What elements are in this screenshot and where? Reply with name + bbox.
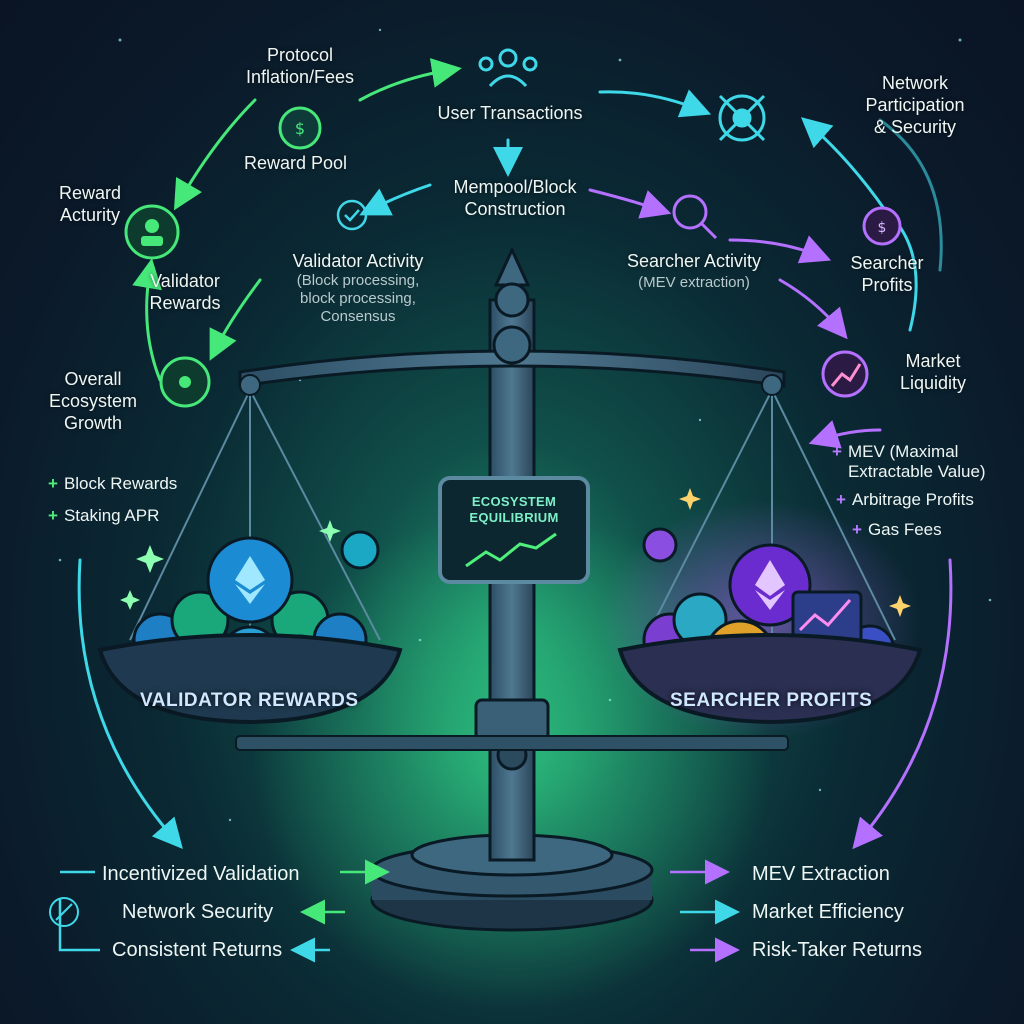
arrow-right-down xyxy=(852,558,953,850)
bottom-right-item: MEV Extraction xyxy=(752,863,890,885)
right-hook xyxy=(761,374,783,396)
svg-text:$: $ xyxy=(295,119,305,138)
arrow-liquidity-to-mev xyxy=(808,420,882,449)
searcher-pan xyxy=(617,633,923,725)
left-hook xyxy=(239,374,261,396)
finial-base xyxy=(494,282,530,318)
users-icon xyxy=(478,48,538,88)
searcher-activity-label: Searcher Activity xyxy=(626,251,762,271)
arrow-mempool-to-validator xyxy=(359,183,432,216)
pillar-collar xyxy=(474,698,550,742)
validator-check-icon xyxy=(336,199,368,231)
scale-beam xyxy=(238,349,786,388)
validator-activity-label: Validator Activity xyxy=(292,251,424,271)
reward-pool-label: Reward Pool xyxy=(244,153,348,173)
bottom-arrows xyxy=(58,859,740,963)
arrow-left-down xyxy=(77,558,183,850)
validator-pan xyxy=(97,633,403,725)
protocol-fees-label: Protocol Inflation/Fees xyxy=(245,45,355,87)
beam-pivot xyxy=(492,325,532,365)
bottom-left-item: Consistent Returns xyxy=(112,939,283,961)
arrow-mempool-to-searcher xyxy=(588,188,672,219)
reward-person-icon xyxy=(124,204,180,260)
searcher-bag-icon: $ xyxy=(862,206,902,246)
user-transactions-label: User Transactions xyxy=(437,103,583,123)
searcher-pan-label: SEARCHER PROFITS xyxy=(670,690,873,711)
arrow-to-searcher-profits xyxy=(728,235,832,264)
staking-apr-text: Staking APR xyxy=(63,506,160,525)
arrow-protocol-to-users xyxy=(358,58,462,102)
gas-fees-text: Gas Fees xyxy=(867,520,942,539)
arrow-validator-to-growth-node xyxy=(209,278,262,361)
equilibrium-sign xyxy=(438,476,590,584)
sparkles-right xyxy=(679,488,911,617)
sparkles xyxy=(120,520,341,610)
arrow-users-to-network xyxy=(598,89,712,118)
arrow-growth-to-rewards xyxy=(132,258,162,382)
money-bag-icon: $ xyxy=(278,106,322,150)
lower-arm xyxy=(235,735,789,751)
bottom-left-item: Network Security xyxy=(122,901,274,923)
bottom-right-item: Market Efficiency xyxy=(752,901,904,923)
validator-rewards-node-label: Validator Rewards xyxy=(149,271,221,313)
market-liquidity-label: Market Liquidity xyxy=(899,351,967,393)
right-bullet: +MEV (Maximal Extractable Value) xyxy=(832,442,986,481)
mev-text: MEV (Maximal Extractable Value) xyxy=(847,442,986,481)
network-participation-label: Network Participation & Security xyxy=(865,73,965,137)
right-bullet: +Arbitrage Profits xyxy=(836,490,974,509)
growth-node-icon xyxy=(159,356,211,408)
bottom-left-item: Incentivized Validation xyxy=(102,863,300,885)
network-node-icon xyxy=(718,94,766,142)
svg-text:$: $ xyxy=(878,220,887,236)
arbitrage-text: Arbitrage Profits xyxy=(851,490,974,509)
right-bullet: +Gas Fees xyxy=(852,520,942,539)
liquidity-chart-icon xyxy=(821,350,869,398)
mempool-label: Mempool/Block Construction xyxy=(453,177,577,219)
arrow-to-liquidity xyxy=(778,278,848,340)
scale-finial xyxy=(493,246,531,287)
reward-activity-label: Reward Acturity xyxy=(58,183,122,225)
arrow-outer-right xyxy=(878,118,943,272)
left-bullet: +Staking APR xyxy=(48,506,160,525)
security-icon xyxy=(49,897,79,927)
equilibrium-trend-line xyxy=(465,532,557,568)
validator-activity-sub: (Block processing, block processing, Con… xyxy=(296,272,420,325)
bottom-right-item: Risk-Taker Returns xyxy=(752,939,923,961)
equilibrium-sign-text: ECOSYSTEM EQUILIBRIUM xyxy=(469,494,559,525)
ecosystem-growth-label: Overall Ecosystem Growth xyxy=(48,369,138,433)
searcher-profits-node-label: Searcher Profits xyxy=(850,253,924,295)
block-rewards-text: Block Rewards xyxy=(63,474,178,493)
validator-pan-label: VALIDATOR REWARDS xyxy=(140,690,359,711)
left-bullet: +Block Rewards xyxy=(48,474,178,493)
searcher-magnifier-icon xyxy=(672,194,718,240)
arrow-pool-to-reward xyxy=(173,98,257,211)
searcher-activity-sub: (MEV extraction) xyxy=(638,274,750,291)
